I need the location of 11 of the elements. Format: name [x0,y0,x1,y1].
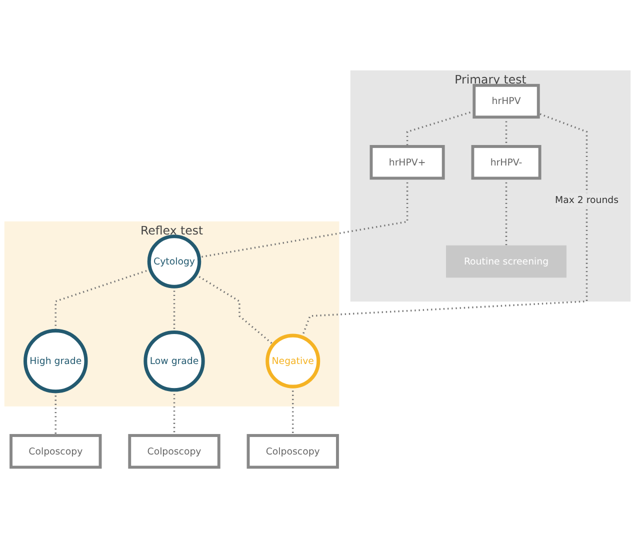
node-box: Colposcopy [128,434,220,469]
node-circle: High grade [24,328,88,394]
node-circle: Cytology [147,234,202,288]
node-circle: Low grade [144,330,205,392]
node-box: Colposcopy [246,434,339,469]
node-circle: Negative [266,334,320,388]
node-box: hrHPV+ [370,145,445,180]
node-box: Colposcopy [10,434,102,469]
node-box: hrHPV [472,84,540,119]
edge-label: Max 2 rounds [554,194,619,206]
node-box: hrHPV- [471,145,542,180]
